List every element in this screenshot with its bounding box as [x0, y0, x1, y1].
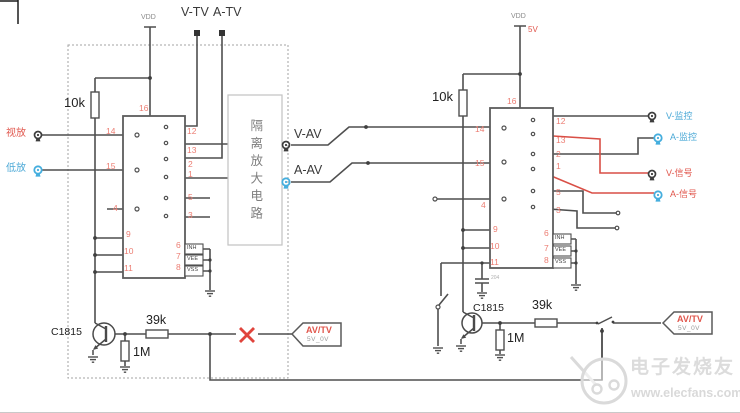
- video-in-jack-icon: [33, 130, 43, 143]
- watermark-brand: 电子发烧友: [630, 357, 736, 378]
- pin-label: 6: [176, 240, 181, 250]
- watermark-logo-icon: [569, 355, 628, 405]
- vss-pin-label: VSS: [187, 267, 199, 273]
- v-monitor-jack-icon: [647, 111, 657, 124]
- bias-resistor-label-left: 1M: [133, 345, 151, 359]
- pin-label: 13: [556, 135, 566, 145]
- pin-label: 8: [544, 255, 549, 265]
- pin-label: 10: [490, 241, 500, 251]
- pin-label: 16: [139, 103, 149, 113]
- vdd-label-left: VDD: [141, 14, 156, 21]
- left-transistor-symbol: [92, 322, 116, 355]
- audio-in-jack-icon: [33, 165, 43, 178]
- inh-pin-label: INH: [555, 235, 565, 241]
- pin-label: 9: [493, 224, 498, 234]
- avtv-flags: [290, 311, 713, 347]
- capacitor-label: 204: [491, 275, 500, 281]
- dotted-enclosure: [67, 44, 289, 379]
- junction-dots: [93, 72, 615, 336]
- watermark-site: www.elecfans.com: [631, 386, 740, 400]
- v-signal-label: V-信号: [666, 168, 693, 178]
- pin-label: 7: [544, 243, 549, 253]
- right-switch-ic: [489, 107, 554, 269]
- pin-label: 12: [556, 116, 566, 126]
- red-wires: [536, 134, 654, 194]
- pin-label: 15: [106, 161, 116, 171]
- pin-label: 11: [124, 263, 133, 273]
- vdd-voltage-label: 5V: [528, 25, 538, 34]
- vee-pin-label: VEE: [555, 247, 567, 253]
- a-monitor-jack-icon: [653, 133, 663, 146]
- avtv-flag-sub-left: 5V_0V: [307, 336, 330, 343]
- a-tv-label: A-TV: [213, 5, 242, 19]
- a-signal-jack-icon: [653, 190, 663, 203]
- avtv-flag-sub-right: 5V_0V: [678, 325, 701, 332]
- series-resistor-label-left: 39k: [146, 313, 167, 327]
- a-av-label: A-AV: [294, 163, 323, 177]
- v-av-label: V-AV: [294, 127, 322, 141]
- left-switch-ic: [122, 115, 186, 279]
- pin-label: 11: [490, 257, 499, 267]
- pin-label: 10: [124, 246, 134, 256]
- pin-label: 8: [176, 262, 181, 272]
- pin-label: 3: [188, 210, 193, 220]
- avtv-flag-label-left: AV/TV: [306, 325, 332, 335]
- pin-label: 12: [187, 126, 197, 136]
- pin-label: 13: [187, 145, 197, 155]
- pin-label: 4: [481, 200, 486, 210]
- video-input-label: 视放: [6, 128, 26, 139]
- avtv-line-switch: [597, 316, 613, 325]
- page-corner-mark: [0, 0, 19, 24]
- pin-label: 14: [475, 124, 485, 134]
- power-pin-boxes: [184, 233, 572, 277]
- audio-input-label: 低放: [6, 163, 26, 174]
- disconnect-x-mark: [239, 327, 255, 343]
- pin-label: 9: [126, 229, 131, 239]
- resistors: [90, 89, 558, 362]
- avtv-flag-label-right: AV/TV: [677, 314, 703, 324]
- pullup-resistor-label-left: 10k: [64, 95, 85, 110]
- pin-label: 7: [176, 251, 181, 261]
- transistor-label-left: C1815: [51, 326, 82, 338]
- pin-label: 1: [556, 161, 561, 171]
- inh-pin-label: INH: [187, 245, 197, 251]
- pullup-resistor-label-right: 10k: [432, 89, 453, 104]
- pin-label: 1: [188, 169, 193, 179]
- transistor-label-right: C1815: [473, 302, 504, 314]
- pin-label: 4: [113, 203, 118, 213]
- v-monitor-label: V-监控: [666, 111, 693, 121]
- pin-label: 14: [106, 126, 116, 136]
- vss-pin-label: VSS: [555, 259, 567, 265]
- pin-label: 5: [188, 192, 193, 202]
- v-tv-label: V-TV: [181, 5, 209, 19]
- pin-label: 16: [507, 96, 517, 106]
- a-signal-label: A-信号: [670, 189, 698, 199]
- a-av-jack-icon: [281, 177, 291, 190]
- pin-label: 3: [556, 205, 561, 215]
- pin-label: 5: [556, 187, 561, 197]
- isolation-amplifier-block: [227, 94, 283, 246]
- pin-label: 6: [544, 228, 549, 238]
- isolation-amplifier-label: 隔离放大电路: [248, 118, 263, 224]
- bias-resistor-label-right: 1M: [507, 331, 525, 345]
- pin-label: 2: [188, 159, 193, 169]
- a-monitor-label: A-监控: [670, 132, 698, 142]
- vee-pin-label: VEE: [187, 256, 199, 262]
- series-resistor-label-right: 39k: [532, 298, 553, 312]
- v-signal-jack-icon: [647, 169, 657, 182]
- tv-terminal-squares: [194, 30, 225, 36]
- right-transistor-symbol: [460, 311, 483, 344]
- pin-label: 2: [556, 149, 561, 159]
- pin-label: 15: [475, 158, 485, 168]
- switch-contacts: [134, 117, 621, 310]
- vdd-label-right: VDD: [511, 13, 526, 20]
